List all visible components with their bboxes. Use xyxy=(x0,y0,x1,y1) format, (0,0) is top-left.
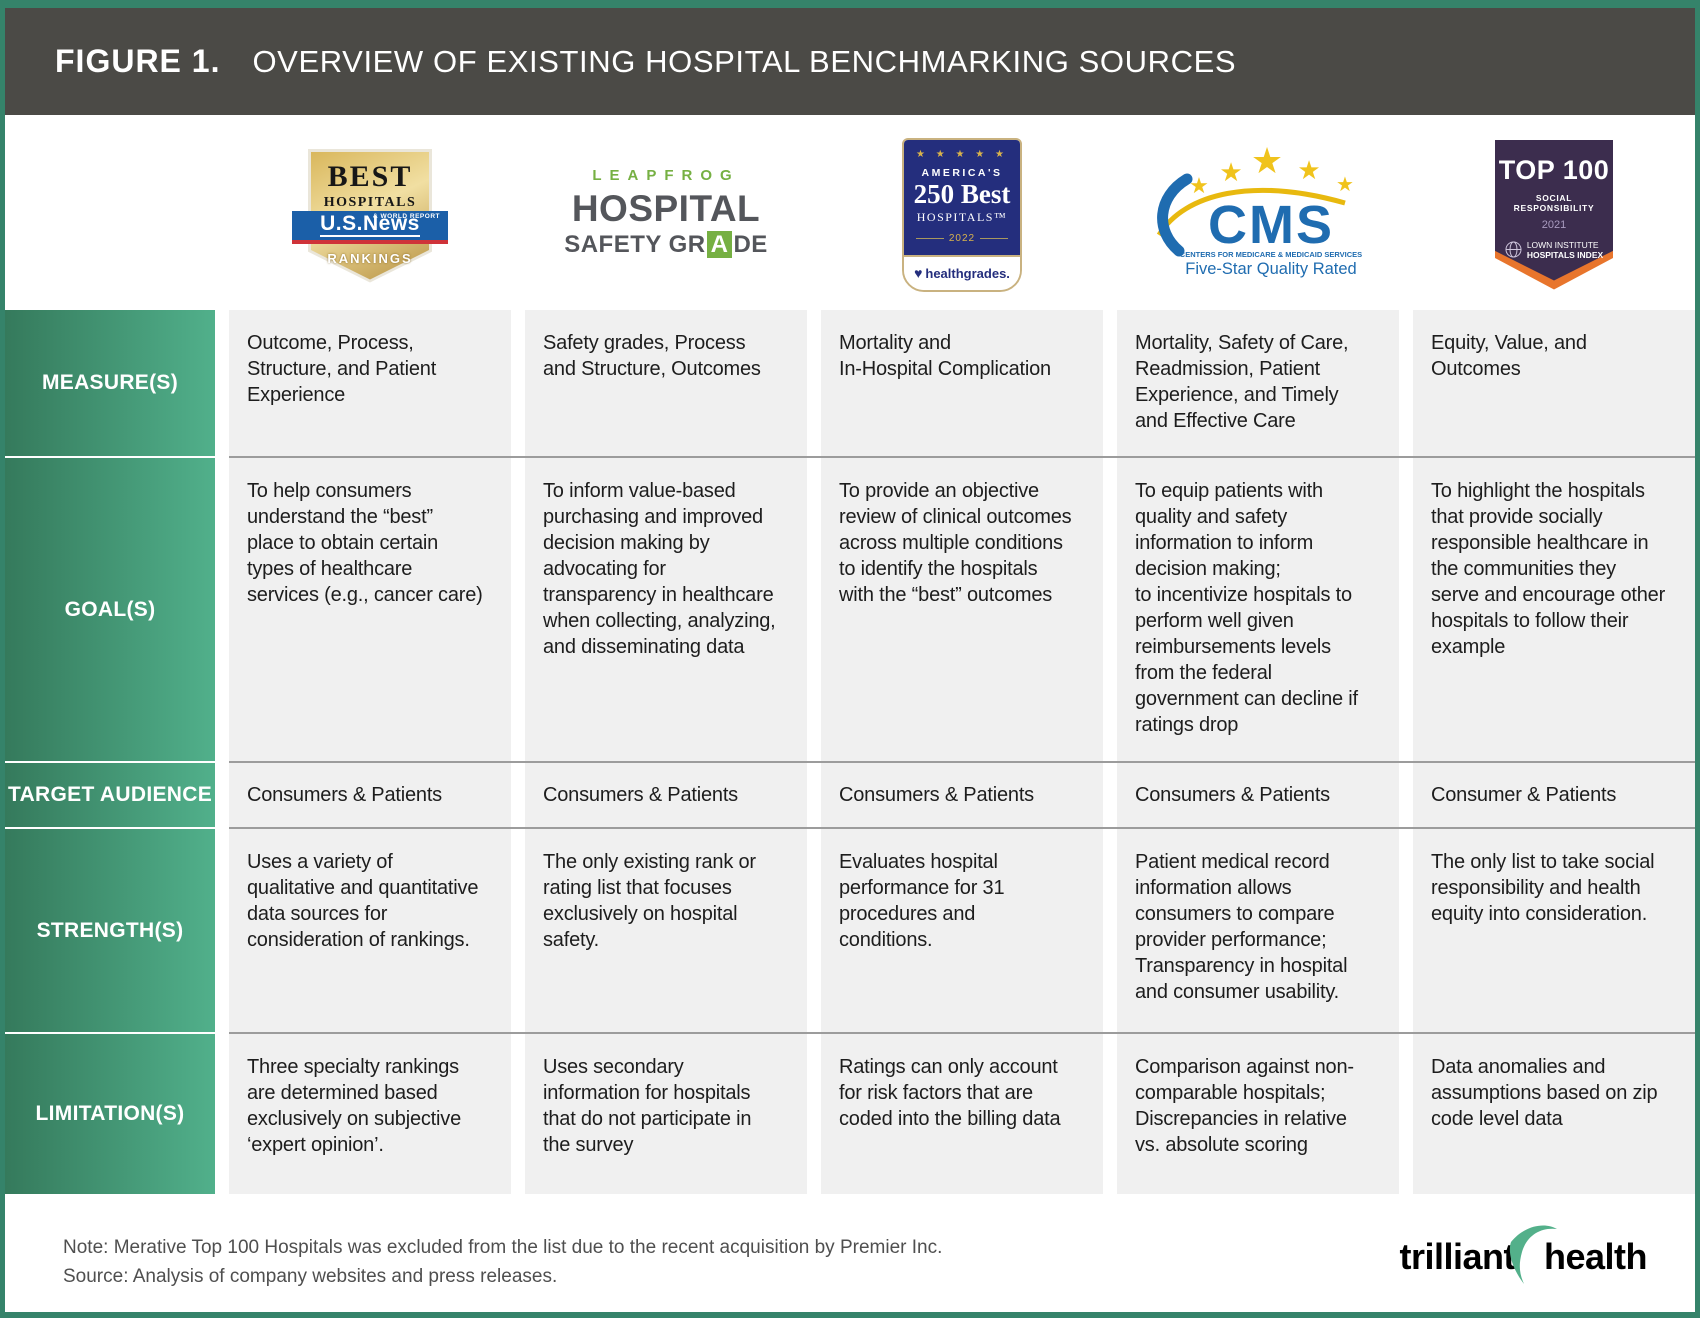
usnews-world-report: & WORLD REPORT xyxy=(373,212,440,220)
cell-measures-cms: Mortality, Safety of Care, Readmission, … xyxy=(1117,310,1399,456)
usnews-rankings-text: RANKINGS xyxy=(327,250,413,266)
cell-goals-cms: To equip patients with quality and safet… xyxy=(1117,458,1399,761)
cms-tagline-text: Five-Star Quality Rated xyxy=(1185,260,1356,278)
logo-band: BEST HOSPITALS U.S.News & WORLD REPORT R… xyxy=(5,115,1695,310)
usnews-hospitals-text: HOSPITALS xyxy=(323,194,417,210)
rule-line xyxy=(980,237,1008,239)
cms-star-icon: ★ xyxy=(1297,155,1320,185)
usnews-best-text: BEST xyxy=(327,159,413,193)
row-goals: GOAL(S) To help consumers understand the… xyxy=(5,456,1695,761)
row-measures: MEASURE(S) Outcome, Process, Structure, … xyxy=(5,310,1695,456)
lown-org-row: LOWN INSTITUTE HOSPITALS INDEX xyxy=(1495,240,1613,260)
lown-top100-logo: TOP 100 SOCIAL RESPONSIBILITY 2021 LOWN … xyxy=(1495,139,1613,290)
cms-star-icon: ★ xyxy=(1336,174,1354,196)
healthgrades-badge-top: ★ ★ ★ ★ ★ AMERICA'S 250 Best HOSPITALS™ … xyxy=(904,139,1020,257)
cell-strengths-lown: The only list to take social responsibil… xyxy=(1413,829,1695,1032)
source-text: Source: Analysis of company websites and… xyxy=(63,1265,558,1287)
lown-org-text: LOWN INSTITUTE HOSPITALS INDEX xyxy=(1527,240,1603,260)
usnews-wordmark: U.S.News xyxy=(320,212,420,238)
row-header-measures: MEASURE(S) xyxy=(5,310,215,456)
healthgrades-brand-text: healthgrades. xyxy=(925,265,1010,281)
lown-institute-text: LOWN INSTITUTE xyxy=(1526,239,1599,250)
title-bar: FIGURE 1. OVERVIEW OF EXISTING HOSPITAL … xyxy=(5,8,1695,115)
healthgrades-250-best-logo: ★ ★ ★ ★ ★ AMERICA'S 250 Best HOSPITALS™ … xyxy=(902,137,1022,292)
cell-goals-leapfrog: To inform value-based purchasing and imp… xyxy=(525,458,807,761)
cms-star-icon: ★ xyxy=(1189,173,1209,198)
cms-five-star-logo: ★ ★ ★ ★ ★ CMS CENTERS FOR MEDICARE & MED… xyxy=(1133,147,1383,279)
healthgrades-250best-text: 250 Best xyxy=(913,178,1011,209)
cell-goals-lown: To highlight the hospitals that provide … xyxy=(1413,458,1695,761)
figure-label: FIGURE 1. xyxy=(55,43,221,79)
usnews-best-hospitals-logo: BEST HOSPITALS U.S.News & WORLD REPORT R… xyxy=(292,148,448,283)
healthgrades-stars-icon: ★ ★ ★ ★ ★ xyxy=(916,148,1008,160)
row-strengths: STRENGTH(S) Uses a variety of qualitativ… xyxy=(5,827,1695,1032)
cell-target-usnews: Consumers & Patients xyxy=(229,763,511,827)
trilliant-health-logo: trilliant health xyxy=(1399,1222,1648,1292)
cell-limitations-cms: Comparison against non- comparable hospi… xyxy=(1117,1034,1399,1194)
leapfrog-safety-post: DE xyxy=(733,230,768,258)
row-header-goals: GOAL(S) xyxy=(5,458,215,761)
note-text: Note: Merative Top 100 Hospitals was exc… xyxy=(63,1237,943,1258)
cell-limitations-healthgrades: Ratings can only account for risk factor… xyxy=(821,1034,1103,1194)
cell-measures-healthgrades: Mortality and In-Hospital Complication xyxy=(821,310,1103,456)
leapfrog-safety-pre: SAFETY GR xyxy=(564,230,706,258)
cell-strengths-healthgrades: Evaluates hospital performance for 31 pr… xyxy=(821,829,1103,1032)
cell-limitations-leapfrog: Uses secondary information for hospitals… xyxy=(525,1034,807,1194)
healthgrades-americas-text: AMERICA'S xyxy=(921,166,1003,179)
healthgrades-wordmark: ♥healthgrades. xyxy=(904,256,1020,290)
globe-icon xyxy=(1505,241,1522,258)
cell-measures-usnews: Outcome, Process, Structure, and Patient… xyxy=(229,310,511,456)
brand-trilliant-text: trilliant xyxy=(1399,1236,1515,1277)
cell-limitations-usnews: Three specialty rankings are determined … xyxy=(229,1034,511,1194)
cell-strengths-leapfrog: The only existing rank or rating list th… xyxy=(525,829,807,1032)
cms-logo-graphic: ★ ★ ★ ★ ★ CMS CENTERS FOR MEDICARE & MED… xyxy=(1156,147,1362,278)
cell-measures-lown: Equity, Value, and Outcomes xyxy=(1413,310,1695,456)
lown-badge-content: TOP 100 SOCIAL RESPONSIBILITY 2021 LOWN … xyxy=(1495,140,1613,290)
figure-body: FIGURE 1. OVERVIEW OF EXISTING HOSPITAL … xyxy=(5,8,1695,1312)
cell-limitations-lown: Data anomalies and assumptions based on … xyxy=(1413,1034,1695,1194)
lown-social-text: SOCIAL RESPONSIBILITY xyxy=(1513,192,1595,213)
cell-target-cms: Consumers & Patients xyxy=(1117,763,1399,827)
cms-star-icon: ★ xyxy=(1251,147,1283,181)
cms-blue-swoosh-icon xyxy=(1157,173,1193,256)
cell-strengths-usnews: Uses a variety of qualitative and quanti… xyxy=(229,829,511,1032)
cell-strengths-cms: Patient medical record information allow… xyxy=(1117,829,1399,1032)
row-target-audience: TARGET AUDIENCE Consumers & Patients Con… xyxy=(5,761,1695,827)
usnews-ribbon: U.S.News & WORLD REPORT xyxy=(292,210,448,244)
healthgrades-year-row: 2022 xyxy=(916,233,1008,244)
row-limitations: LIMITATION(S) Three specialty rankings a… xyxy=(5,1032,1695,1194)
figure-title: OVERVIEW OF EXISTING HOSPITAL BENCHMARKI… xyxy=(252,43,1237,79)
trilliant-swoosh-icon xyxy=(1509,1225,1557,1284)
healthgrades-heart-icon: ♥ xyxy=(914,264,923,281)
cell-measures-leapfrog: Safety grades, Process and Structure, Ou… xyxy=(525,310,807,456)
lown-hospitals-index-text: HOSPITALS INDEX xyxy=(1526,249,1604,260)
healthgrades-hospitals-text: HOSPITALS™ xyxy=(916,209,1008,224)
cms-star-icon: ★ xyxy=(1219,157,1242,187)
footer: Note: Merative Top 100 Hospitals was exc… xyxy=(5,1194,1695,1313)
brand-health-text: health xyxy=(1543,1236,1648,1277)
row-header-limitations: LIMITATION(S) xyxy=(5,1034,215,1194)
cell-target-healthgrades: Consumers & Patients xyxy=(821,763,1103,827)
row-header-strengths: STRENGTH(S) xyxy=(5,829,215,1032)
row-header-target-audience: TARGET AUDIENCE xyxy=(5,763,215,827)
cms-wordmark: CMS xyxy=(1208,195,1334,255)
cell-goals-healthgrades: To provide an objective review of clinic… xyxy=(821,458,1103,761)
leapfrog-wordmark: LEAPFROG xyxy=(592,166,740,184)
benchmark-table: MEASURE(S) Outcome, Process, Structure, … xyxy=(5,310,1695,1194)
cms-centers-text: CENTERS FOR MEDICARE & MEDICAID SERVICES xyxy=(1180,250,1362,259)
lown-year: 2021 xyxy=(1541,218,1567,231)
cell-target-leapfrog: Consumers & Patients xyxy=(525,763,807,827)
rule-line xyxy=(916,237,944,239)
leapfrog-hospital-text: HOSPITAL xyxy=(571,187,761,229)
leapfrog-grade-a-badge: A xyxy=(706,230,733,258)
cms-gold-swoosh-icon xyxy=(1156,187,1346,236)
cell-target-lown: Consumer & Patients xyxy=(1413,763,1695,827)
healthgrades-year: 2022 xyxy=(948,232,976,244)
lown-top100-text: TOP 100 xyxy=(1498,154,1610,185)
cell-goals-usnews: To help consumers understand the “best” … xyxy=(229,458,511,761)
footnotes: Note: Merative Top 100 Hospitals was exc… xyxy=(63,1234,942,1291)
